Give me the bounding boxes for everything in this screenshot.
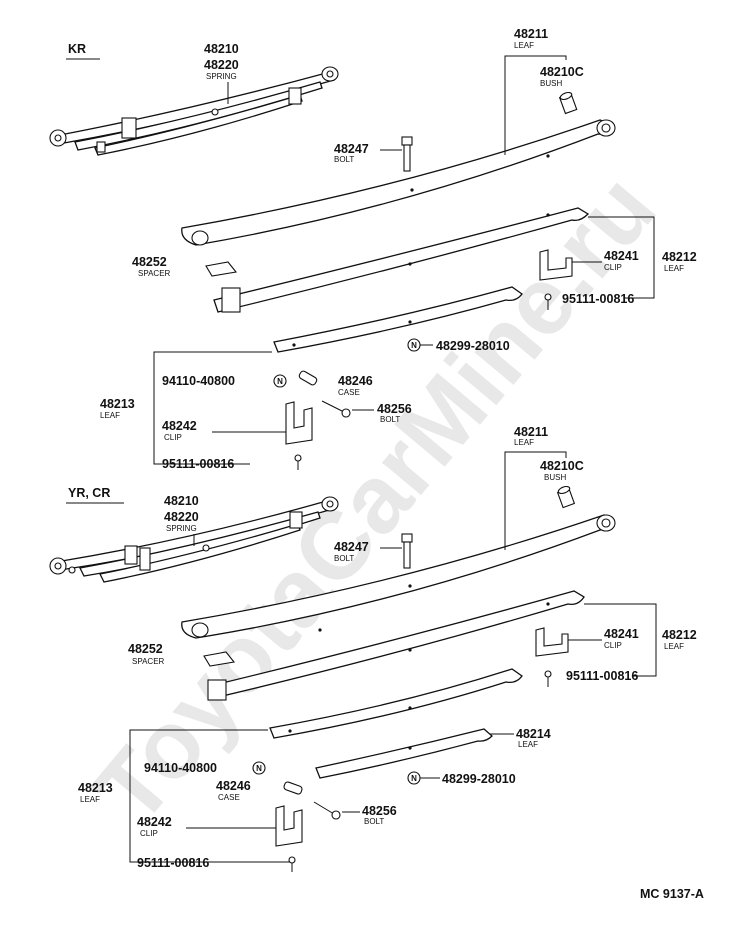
clip-bolt-part-number: 48256 [377, 402, 412, 416]
nut-n-icon [273, 374, 287, 388]
clip-lower-part-number: 48242 [162, 419, 197, 433]
spacer-description: SPACER [138, 269, 171, 278]
clip-lower-part-number-b: 48242 [137, 815, 172, 829]
leaf-2-part-number-b: 48212 [662, 628, 697, 642]
bush-part-number-b: 48210C [540, 459, 584, 473]
leaf-3-description: LEAF [100, 411, 120, 420]
clip-lower-part-b [275, 805, 303, 847]
case-description: CASE [338, 388, 360, 397]
spacer-description-b: SPACER [132, 657, 165, 666]
screw-lower-part-b [288, 856, 296, 872]
leaf-4-description-b: LEAF [518, 740, 538, 749]
clip-lower-part [285, 401, 313, 445]
spring-part-number-1: 48210 [204, 42, 239, 56]
nut-part-number-b: 94110-40800 [144, 761, 217, 775]
leaf-2 [213, 207, 590, 313]
leaf-4-b [315, 728, 493, 779]
bush-part-number: 48210C [540, 65, 584, 79]
clip-lower-description-b: CLIP [140, 829, 158, 838]
case-part-b [283, 781, 303, 795]
leaf-3-description-b: LEAF [80, 795, 100, 804]
bush-part-b [556, 485, 576, 509]
clip-bolt-part-number-b: 48256 [362, 804, 397, 818]
clip-bolt-description-b: BOLT [364, 817, 384, 826]
spacer-part [205, 261, 238, 277]
n-symbol-letter-b: N [411, 774, 417, 783]
clip-bolt-description: BOLT [380, 415, 400, 424]
leaf-3-bracket [153, 351, 272, 465]
leaf-main-description-b: LEAF [514, 438, 534, 447]
bush-part [558, 91, 578, 115]
leaf-4-part-number-b: 48214 [516, 727, 551, 741]
center-bolt-description: BOLT [334, 155, 354, 164]
leaf-2-description-b: LEAF [664, 642, 684, 651]
spacer-part-number-b: 48252 [128, 642, 163, 656]
spacer-part-b [203, 651, 236, 667]
nut-n-icon-b [252, 761, 266, 775]
case-part-number: 48246 [338, 374, 373, 388]
leaf-2-b [209, 590, 585, 699]
leaf-3 [273, 286, 523, 353]
leaf-3-part-number-b: 48213 [78, 781, 113, 795]
screw-lower-part [294, 454, 302, 470]
spring-description: SPRING [206, 72, 237, 81]
leaf-2-part-number: 48212 [662, 250, 697, 264]
center-bolt-description-b: BOLT [334, 554, 354, 563]
leaf-2-description: LEAF [664, 264, 684, 273]
bush-description-b: BUSH [544, 473, 566, 482]
leaf-main-part-number-b: 48211 [514, 425, 548, 439]
nut-n-letter: N [277, 377, 283, 386]
clip-lower-description: CLIP [164, 433, 182, 442]
screw-upper-part-number: 95111-00816 [562, 292, 634, 306]
screw-upper-part-number-b: 95111-00816 [566, 669, 638, 683]
leaf-eye-front [191, 230, 209, 246]
clip-upper-part-number-b: 48241 [604, 627, 639, 641]
n-part-number-b: 48299-28010 [442, 772, 516, 786]
nut-part-number: 94110-40800 [162, 374, 235, 388]
section-title-yr-cr: YR, CR [68, 486, 110, 500]
spring-assembly-thumbnail-2 [49, 496, 339, 583]
center-bolt-part [401, 136, 413, 172]
spacer-part-number: 48252 [132, 255, 167, 269]
section-title-kr: KR [68, 42, 86, 56]
section-kr: KR 48210 48220 SPRING 48211 LEAF [49, 27, 697, 471]
n-part-number: 48299-28010 [436, 339, 510, 353]
clip-bolt-part [321, 400, 351, 418]
leaf-3-b [269, 668, 523, 739]
screw-lower-part-number: 95111-00816 [162, 457, 234, 471]
clip-upper-part-b [535, 627, 569, 657]
case-description-b: CASE [218, 793, 240, 802]
clip-upper-part [539, 249, 573, 281]
spring-description-b: SPRING [166, 524, 197, 533]
case-part-number-b: 48246 [216, 779, 251, 793]
clip-upper-description: CLIP [604, 263, 622, 272]
clip-upper-part-number: 48241 [604, 249, 639, 263]
spring-assembly-thumbnail [49, 66, 339, 156]
leaf-3-bracket-b [129, 729, 290, 863]
n-symbol-letter: N [411, 341, 417, 350]
leaf-main-part-number: 48211 [514, 27, 548, 41]
screw-lower-part-number-b: 95111-00816 [137, 856, 209, 870]
spring-part-number-1-b: 48210 [164, 494, 199, 508]
center-bolt-part-b [401, 533, 413, 569]
nut-n-letter-b: N [256, 764, 262, 773]
screw-upper-part [544, 293, 552, 310]
spring-part-number-2-b: 48220 [164, 510, 199, 524]
section-yr-cr: YR, CR 48210 48220 SPRING 48211 LE [49, 425, 697, 872]
figure-code: MC 9137-A [640, 887, 704, 901]
center-bolt-part-number: 48247 [334, 142, 369, 156]
leaf-main-description: LEAF [514, 41, 534, 50]
leaf-3-part-number: 48213 [100, 397, 135, 411]
bush-description: BUSH [540, 79, 562, 88]
clip-bolt-part-b [313, 801, 341, 820]
spring-part-number-2: 48220 [204, 58, 239, 72]
case-part [298, 370, 318, 386]
center-bolt-part-number-b: 48247 [334, 540, 369, 554]
clip-upper-description-b: CLIP [604, 641, 622, 650]
screw-upper-part-b [544, 670, 552, 687]
